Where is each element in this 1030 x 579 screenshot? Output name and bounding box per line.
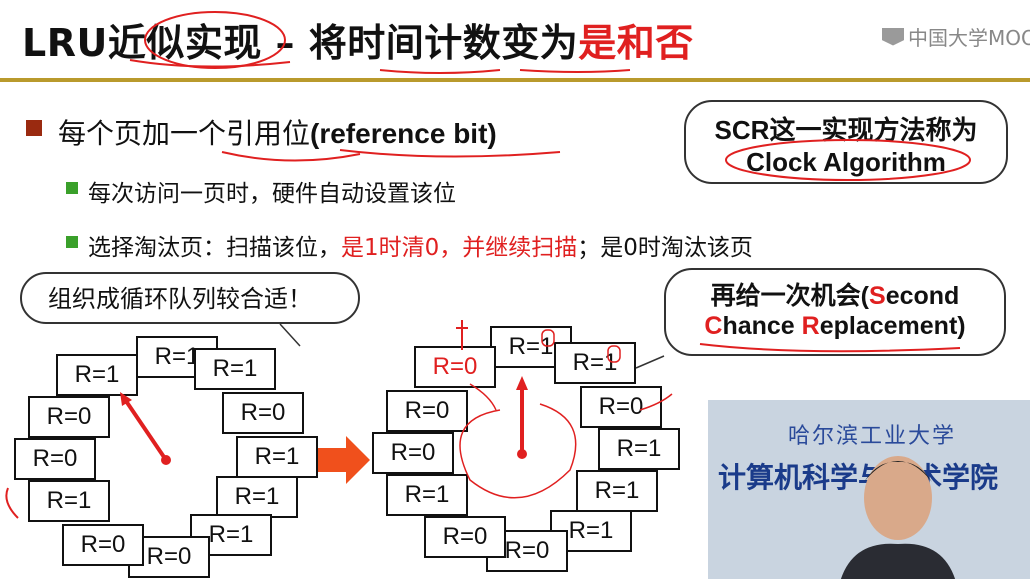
- annotation-stroke: [640, 394, 672, 410]
- annotation-stroke: [6, 488, 18, 518]
- annotation-stroke: [340, 150, 560, 157]
- annotation-stroke: [542, 330, 554, 346]
- annotation-stroke: [130, 60, 290, 67]
- annotation-stroke: [380, 70, 500, 73]
- annotation-stroke: [520, 70, 630, 72]
- callout-pointer: [636, 356, 664, 368]
- clock-left-hand: [124, 398, 166, 460]
- annotation-stroke: [222, 152, 360, 161]
- annotation-stroke: [460, 404, 576, 498]
- clock-left-center: [161, 455, 171, 465]
- annotation-circle: [726, 140, 970, 180]
- annotation-stroke: [608, 346, 620, 362]
- annotation-stroke: [700, 344, 960, 351]
- annotation-stroke: [470, 384, 496, 410]
- annotation-circle: [145, 12, 285, 68]
- lecturer-video: 哈尔滨工业大学 计算机科学与技术学院: [708, 400, 1030, 579]
- callout-pointer: [280, 324, 300, 346]
- clock-right-center: [517, 449, 527, 459]
- clock-right-hand-tip: [516, 376, 528, 390]
- transition-arrow-icon: [318, 436, 370, 484]
- annotation-stroke: [456, 320, 468, 350]
- lecturer-figure: [838, 440, 958, 579]
